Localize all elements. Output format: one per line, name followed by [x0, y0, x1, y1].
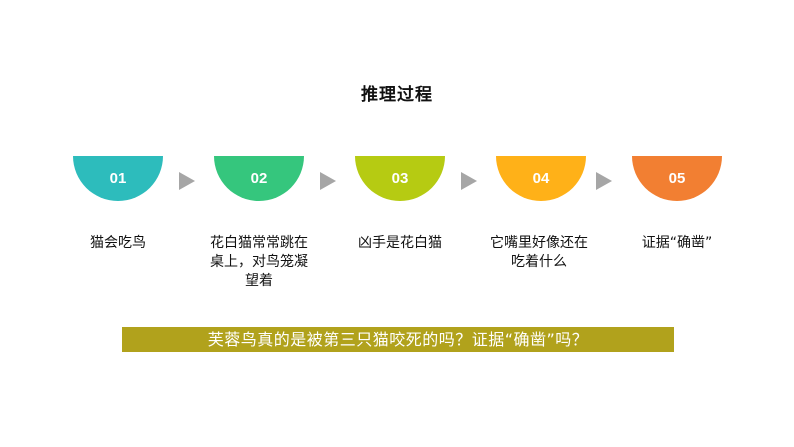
- arrow-right-icon: [179, 172, 195, 190]
- step-number: 02: [250, 170, 268, 187]
- step-03-label: 凶手是花白猫: [358, 235, 442, 251]
- slide-title: 推理过程: [361, 85, 433, 105]
- arrow-right-icon: [461, 172, 477, 190]
- step-number: 01: [109, 170, 127, 187]
- step-03-badge: 03: [355, 156, 445, 201]
- arrow-right-icon: [320, 172, 336, 190]
- step-number: 04: [532, 170, 550, 187]
- step-number: 03: [391, 170, 409, 187]
- step-02-label: 花白猫常常跳在桌上，对鸟笼凝望着: [210, 235, 308, 289]
- step-01-label: 猫会吃鸟: [90, 235, 146, 251]
- arrow-right-icon: [596, 172, 612, 190]
- step-04-label: 它嘴里好像还在吃着什么: [490, 235, 588, 270]
- step-04-badge: 04: [496, 156, 586, 201]
- step-number: 05: [668, 170, 686, 187]
- question-banner: 芙蓉鸟真的是被第三只猫咬死的吗？证据“确凿”吗？: [122, 327, 674, 352]
- step-02-badge: 02: [214, 156, 304, 201]
- step-01-badge: 01: [73, 156, 163, 201]
- step-05-badge: 05: [632, 156, 722, 201]
- step-05-label: 证据“确凿”: [641, 235, 713, 251]
